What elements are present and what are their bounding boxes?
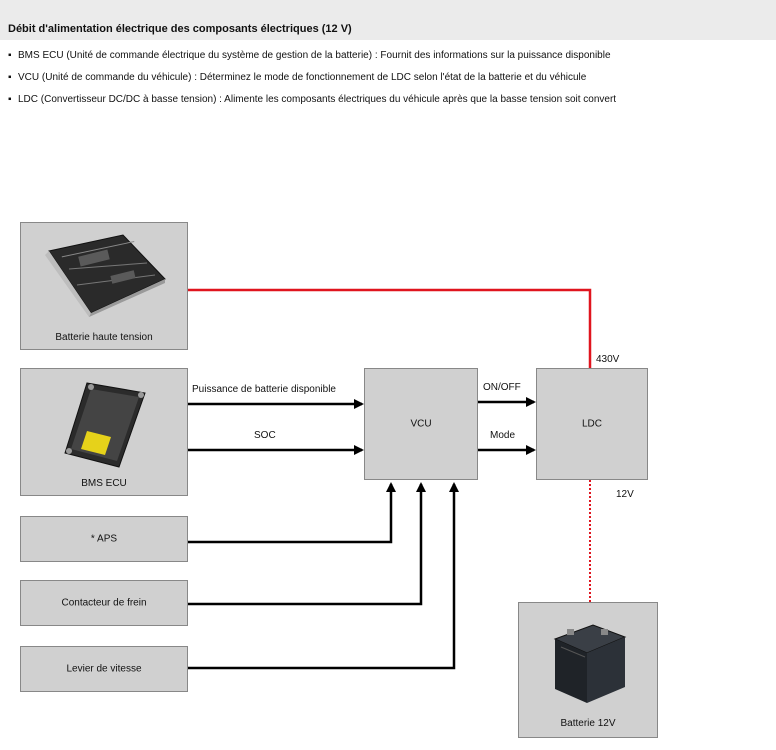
bms-ecu-box: BMS ECU bbox=[20, 368, 188, 496]
edge-label-available-power: Puissance de batterie disponible bbox=[192, 384, 336, 395]
page-title: Débit d'alimentation électrique des comp… bbox=[8, 23, 352, 35]
battery-12v-icon bbox=[553, 624, 627, 703]
box-label: LDC bbox=[581, 418, 602, 430]
box-label: VCU bbox=[410, 418, 432, 430]
box-label: BMS ECU bbox=[81, 478, 127, 489]
edge-label-12v: 12V bbox=[616, 489, 634, 500]
hv-battery-icon bbox=[45, 234, 166, 317]
aps-box: * APS bbox=[20, 516, 188, 562]
bullet-marker: ▪ bbox=[8, 50, 12, 61]
edge-label-on-off: ON/OFF bbox=[483, 382, 521, 393]
hv-battery-box: Batterie haute tension bbox=[20, 222, 188, 350]
title-bar: Débit d'alimentation électrique des comp… bbox=[0, 0, 776, 40]
bullet-text: VCU (Unité de commande du véhicule) : Dé… bbox=[18, 72, 587, 83]
bullet-text: BMS ECU (Unité de commande électrique du… bbox=[18, 50, 611, 61]
box-label: * APS bbox=[90, 533, 118, 545]
arrow-brake bbox=[188, 482, 426, 606]
bms-ecu-icon bbox=[64, 382, 146, 468]
edge-label-soc: SOC bbox=[254, 430, 276, 441]
ldc-box: LDC bbox=[536, 368, 648, 480]
battery-12v-box: Batterie 12V bbox=[518, 602, 658, 738]
vcu-box: VCU bbox=[364, 368, 478, 480]
edge-label-430v: 430V bbox=[596, 354, 620, 365]
bullet-text: LDC (Convertisseur DC/DC à basse tension… bbox=[18, 94, 617, 105]
edge-label-mode: Mode bbox=[490, 430, 516, 441]
box-label: Contacteur de frein bbox=[61, 597, 147, 609]
box-label: Batterie haute tension bbox=[55, 332, 153, 343]
box-label: Batterie 12V bbox=[560, 718, 616, 729]
gear-lever-box: Levier de vitesse bbox=[20, 646, 188, 692]
bullet-marker: ▪ bbox=[8, 72, 12, 83]
hv-line bbox=[188, 288, 592, 368]
arrow-aps bbox=[188, 482, 396, 544]
description-list: ▪ BMS ECU (Unité de commande électrique … bbox=[0, 50, 776, 120]
arrow-gear bbox=[188, 482, 459, 670]
box-label: Levier de vitesse bbox=[66, 663, 142, 675]
bullet-marker: ▪ bbox=[8, 94, 12, 105]
brake-switch-box: Contacteur de frein bbox=[20, 580, 188, 626]
